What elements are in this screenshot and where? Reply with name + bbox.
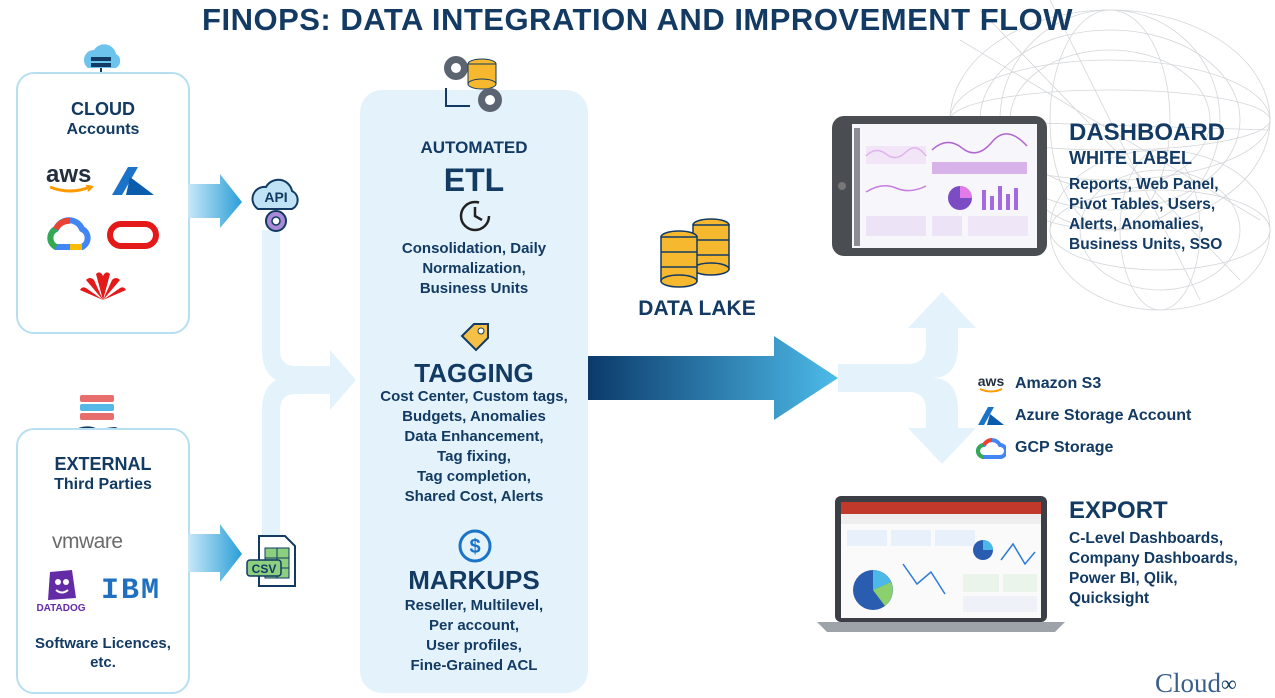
storage-item-amazon-s3: aws Amazon S3: [975, 371, 1191, 397]
markups-line: User profiles,: [426, 637, 522, 654]
etl-lines: Consolidation, Daily Normalization, Busi…: [360, 239, 588, 299]
storage-item-azure: Azure Storage Account: [975, 403, 1191, 429]
vmware-logo: vmware: [52, 530, 123, 553]
storage-label: Azure Storage Account: [1015, 407, 1192, 424]
dashboard-line: Reports, Web Panel,: [1069, 176, 1219, 193]
clock-refresh-icon: [459, 200, 491, 232]
aws-icon: aws: [975, 374, 1007, 394]
brand-logo: Cloud∞: [1155, 670, 1237, 697]
oracle-icon: [107, 221, 159, 249]
external-to-csv-arrow: [188, 524, 242, 582]
data-lake-main-arrow: [588, 336, 838, 420]
etl-gears-icon: [444, 56, 502, 112]
csv-file-icon: [246, 535, 296, 587]
export-line: Quicksight: [1069, 590, 1150, 607]
api-gear-icon: [251, 178, 299, 232]
external-footer-line1: Software Licences,: [35, 635, 171, 652]
api-label: API: [264, 189, 288, 205]
storage-label: Amazon S3: [1015, 375, 1102, 392]
database-icon: [660, 218, 730, 288]
tagging-line: Cost Center, Custom tags,: [380, 388, 568, 405]
ibm-logo: IBM: [101, 574, 162, 608]
tagging-line: Tag completion,: [417, 468, 531, 485]
etl-label-top: AUTOMATED: [420, 138, 528, 157]
huawei-icon: [80, 272, 126, 300]
export-heading: EXPORT: [1069, 497, 1168, 524]
tagging-lines: Cost Center, Custom tags, Budgets, Anoma…: [352, 387, 596, 507]
azure-icon: [975, 405, 1007, 427]
markups-heading: MARKUPS: [408, 565, 540, 595]
storage-label: GCP Storage: [1015, 439, 1114, 456]
tagging-line: Budgets, Anomalies: [402, 408, 546, 425]
etl-line: Business Units: [419, 280, 529, 297]
tagging-heading: TAGGING: [414, 358, 534, 388]
cloud-to-api-arrow: [188, 174, 242, 228]
azure-icon: [112, 167, 154, 195]
svg-text:$: $: [469, 536, 480, 558]
storage-list: aws Amazon S3 Azure Storage Account GCP …: [975, 371, 1191, 461]
markups-line: Per account,: [428, 617, 520, 634]
aws-icon: aws: [46, 163, 96, 193]
etl-panel: [360, 90, 588, 693]
flow-connector-arrows: [188, 174, 356, 582]
fork-arrows: [838, 292, 976, 464]
tagging-line: Tag fixing,: [437, 448, 511, 465]
export-line: Company Dashboards,: [1069, 550, 1238, 567]
dashboard-subheading: WHITE LABEL: [1069, 148, 1192, 168]
datadog-logo: DATADOG: [33, 568, 89, 614]
dollar-icon: $: [458, 529, 492, 563]
etl-line: Consolidation, Daily: [401, 240, 547, 257]
cloud-heading: CLOUD: [71, 99, 135, 119]
external-subheading: Third Parties: [54, 476, 152, 493]
page-title: FINOPS: DATA INTEGRATION AND IMPROVEMENT…: [202, 2, 1073, 37]
external-third-parties-card: [16, 428, 190, 694]
dashboard-line: Pivot Tables, Users,: [1069, 196, 1216, 213]
brand-text: Cloud: [1155, 668, 1222, 698]
data-lake-label: DATA LAKE: [638, 297, 756, 320]
export-lines: C-Level Dashboards, Company Dashboards, …: [1069, 529, 1238, 609]
export-line: Power BI, Qlik,: [1069, 570, 1178, 587]
tagging-line: Data Enhancement,: [404, 428, 544, 445]
csv-label: CSV: [251, 562, 277, 576]
export-line: C-Level Dashboards,: [1069, 530, 1224, 547]
laptop-export-image: [817, 496, 1065, 632]
tagging-line: Shared Cost, Alerts: [404, 488, 544, 505]
dashboard-line: Business Units, SSO: [1069, 236, 1223, 253]
external-heading: EXTERNAL: [54, 454, 152, 474]
markups-lines: Reseller, Multilevel, Per account, User …: [360, 596, 588, 676]
cloud-subheading: Accounts: [66, 121, 140, 138]
etl-label-main: ETL: [443, 162, 505, 198]
tablet-dashboard-image: [832, 116, 1047, 256]
gcp-icon: [47, 217, 91, 250]
brand-infinity-mark: ∞: [1221, 671, 1237, 696]
dashboard-line: Alerts, Anomalies,: [1069, 216, 1204, 233]
markups-line: Fine-Grained ACL: [410, 657, 538, 674]
dashboard-heading: DASHBOARD: [1069, 119, 1225, 146]
markups-line: Reseller, Multilevel,: [404, 597, 544, 614]
dashboard-lines: Reports, Web Panel, Pivot Tables, Users,…: [1069, 175, 1222, 255]
storage-item-gcp: GCP Storage: [975, 435, 1191, 461]
etl-line: Normalization,: [422, 260, 526, 277]
gcp-icon: [975, 437, 1007, 459]
external-footer-line2: etc.: [90, 654, 116, 671]
tag-icon: [460, 323, 489, 352]
datadog-icon: [48, 570, 76, 600]
